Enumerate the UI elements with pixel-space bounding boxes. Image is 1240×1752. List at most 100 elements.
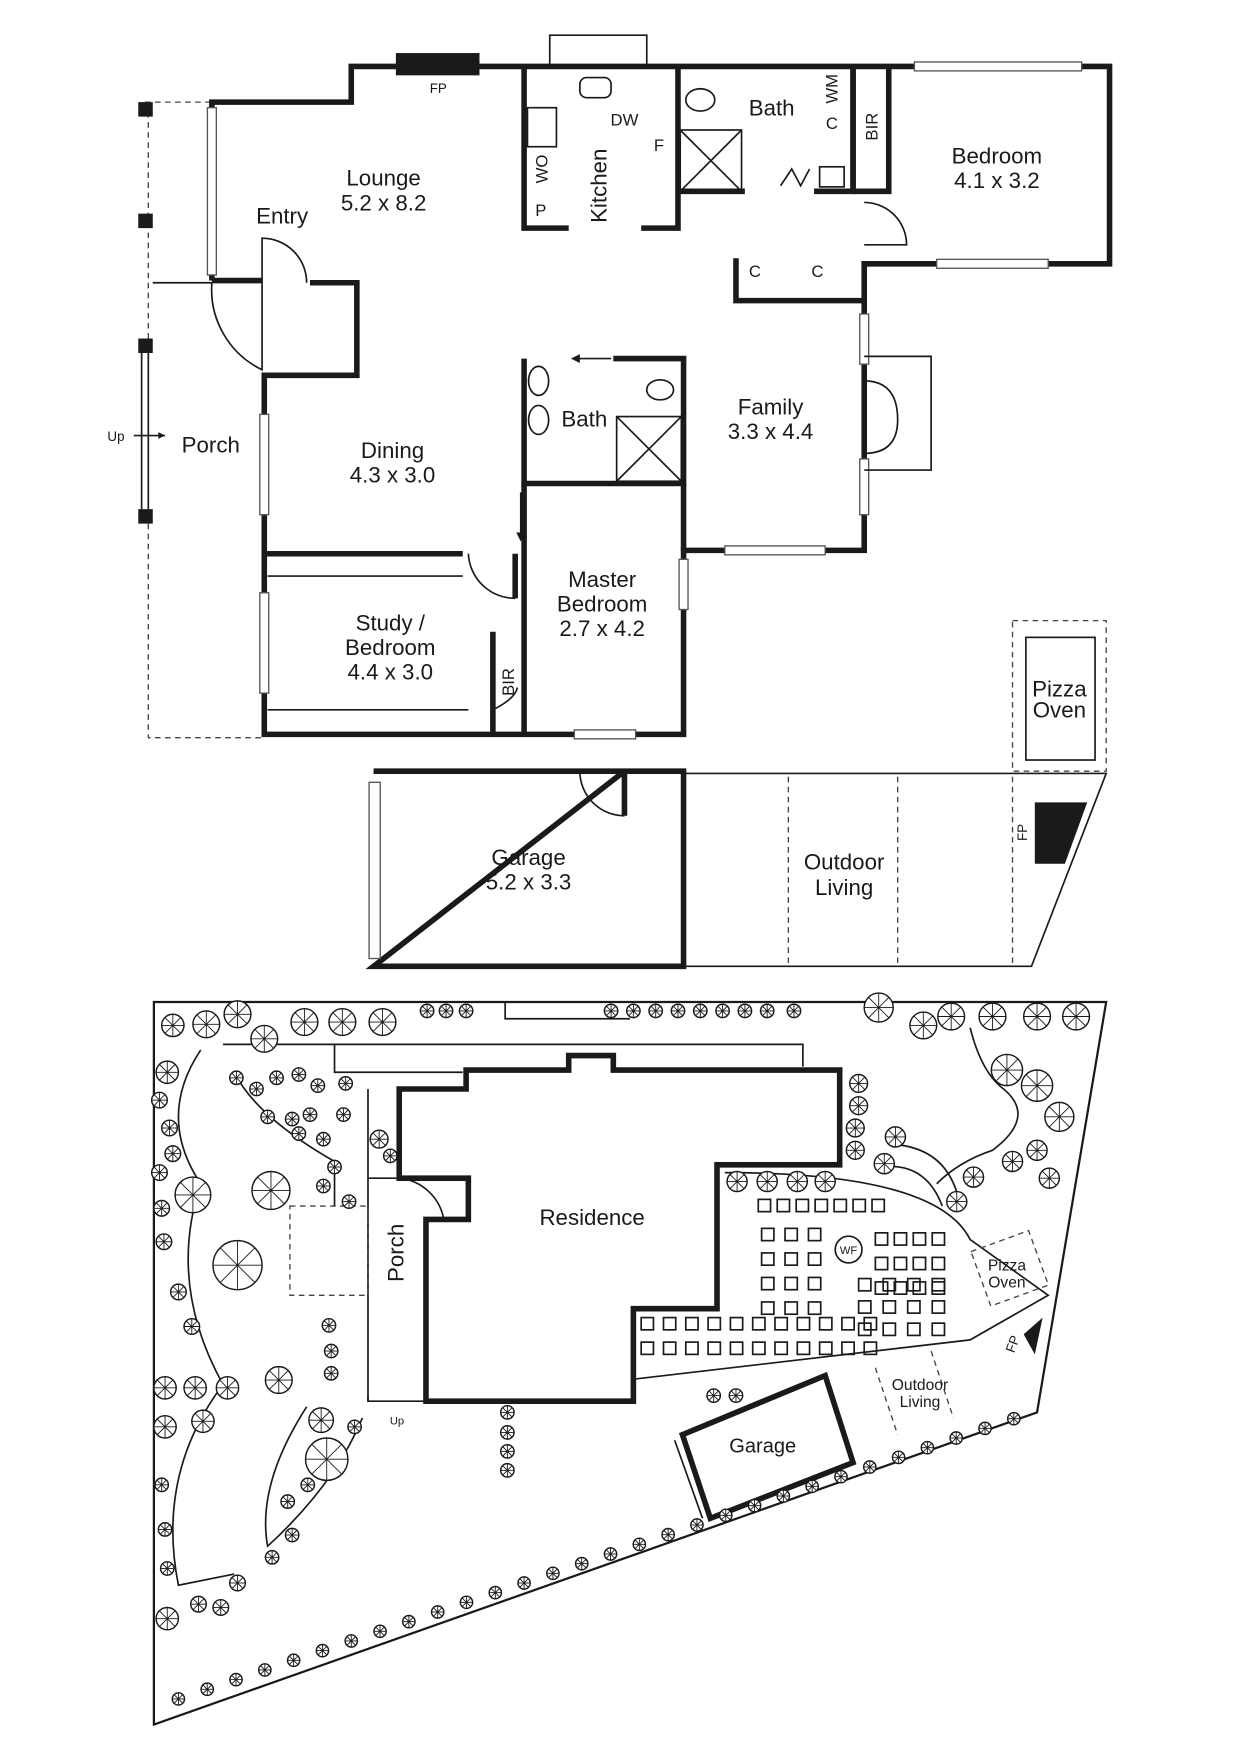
paver [707,1341,722,1356]
up-label: Up [107,429,124,444]
paver [863,1341,878,1356]
paver [874,1231,889,1246]
garage-size: 5.2 x 3.3 [486,869,572,894]
dw-label: DW [611,111,639,130]
paver [857,1322,872,1337]
fridge-label: F [654,136,664,155]
paver [784,1276,799,1291]
porch-post [138,338,153,354]
paver [818,1341,833,1356]
pizza-oven-outline [1011,619,1107,772]
outdoor-living-label: Living [900,1394,941,1411]
bir-label: BIR [863,113,882,141]
paver [796,1316,811,1331]
paver [931,1231,946,1246]
paver [931,1256,946,1271]
residence-outline [396,1052,843,1405]
bath-label: Bath [749,95,795,120]
master-label: Master [568,567,637,592]
paver [882,1277,897,1292]
entry-label: Entry [256,204,309,229]
paver [882,1300,897,1314]
paving [640,1198,946,1356]
paver [760,1227,775,1242]
site-boundary [152,1000,1108,1727]
paver [640,1341,655,1356]
paver [662,1316,677,1331]
up-label: Up [390,1416,404,1428]
paver [882,1322,897,1337]
wood-fire-label: WF [840,1245,858,1257]
dining-label: Dining [361,438,424,463]
outdoor-living-label: Outdoor [892,1377,948,1394]
paver [841,1316,856,1331]
pizza-oven-label: Pizza [1032,676,1087,701]
outdoor-living-label: Outdoor [804,849,885,874]
study-label: Study / [356,611,426,636]
porch-label: Porch [182,432,240,457]
bir-label: BIR [499,668,518,696]
paver [807,1276,822,1291]
paver [893,1231,908,1246]
paver [784,1252,799,1267]
paver [931,1277,946,1292]
paver [807,1301,822,1316]
paver [857,1277,872,1292]
porch-post [138,213,153,229]
kitchen-label: Kitchen [587,149,612,223]
paver [729,1316,744,1331]
paver [662,1341,677,1356]
site-plan: Residence Porch WF Pizza Oven FP Outdoor… [150,992,1108,1727]
family-size: 3.3 x 4.4 [728,419,814,444]
cupboard-label: C [811,262,823,281]
paver [852,1198,867,1213]
house-floor-plan: FP Lounge 5.2 x 8.2 Entry Kitchen DW F W… [107,34,1113,970]
paver [906,1322,921,1337]
paver [796,1341,811,1356]
paver [931,1322,946,1337]
paver [818,1316,833,1331]
paver [874,1256,889,1271]
paver [729,1341,744,1356]
paver [751,1316,766,1331]
paver [807,1227,822,1242]
porch-post [138,509,153,524]
bedroom-size: 4.1 x 3.2 [954,168,1040,193]
paver [833,1198,848,1213]
paver [893,1256,908,1271]
paver [757,1198,772,1213]
paver [841,1341,856,1356]
family-label: Family [738,394,805,419]
paver [931,1281,946,1296]
paver [857,1300,872,1314]
paver [871,1198,886,1213]
paver [784,1227,799,1242]
fireplace [395,53,480,76]
pizza-oven-label: Pizza [988,1258,1026,1275]
lounge-size: 5.2 x 8.2 [341,190,427,215]
dining-size: 4.3 x 3.0 [350,462,436,487]
paver [684,1316,699,1331]
paver [774,1316,789,1331]
paver [776,1198,791,1213]
garage-label: Garage [729,1436,796,1458]
paver [751,1341,766,1356]
outdoor-living-label: Living [815,875,873,900]
fp-label: FP [1003,1333,1023,1354]
fp-label: FP [430,81,447,96]
paver [760,1252,775,1267]
paver [814,1198,829,1213]
cupboard-label: C [749,262,761,281]
exterior-wall [209,63,1113,738]
wall-oven-label: WO [533,155,552,184]
pizza-oven-label: Oven [988,1274,1025,1291]
site-garage [678,1371,857,1522]
paver [774,1341,789,1356]
paver [893,1281,908,1296]
paver [912,1256,927,1271]
cupboard-label: C [826,114,838,133]
paver [760,1276,775,1291]
paver [795,1198,810,1213]
paver [760,1301,775,1316]
